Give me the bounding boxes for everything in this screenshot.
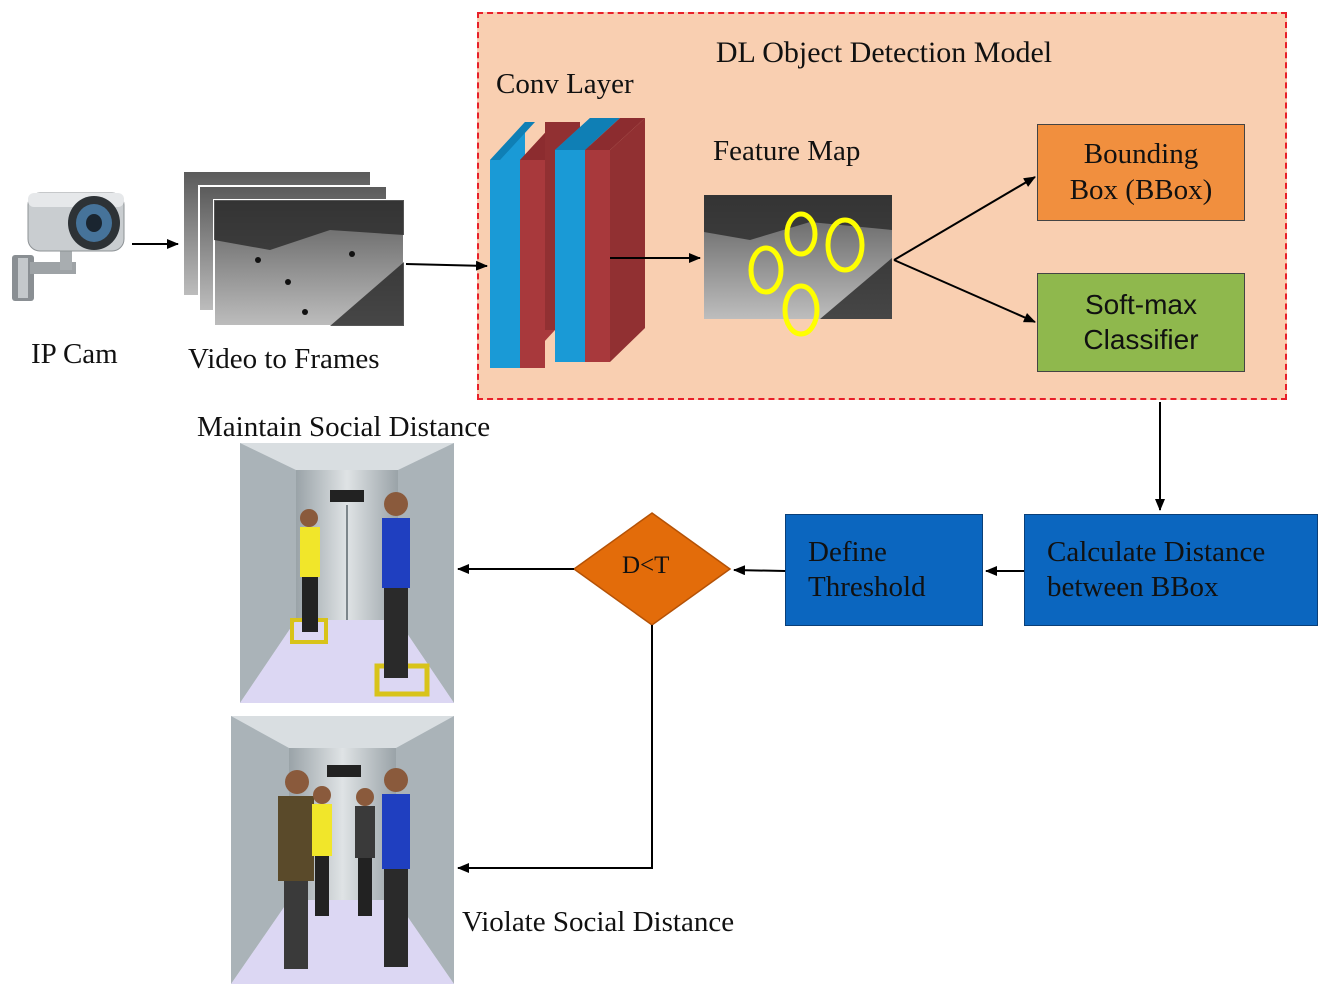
detection-ring — [748, 245, 784, 295]
softmax-box: Soft-max Classifier — [1037, 273, 1245, 372]
ip-camera-icon — [12, 192, 125, 301]
detection-ring — [784, 211, 818, 257]
conv-layer-blocks — [490, 118, 645, 368]
define-threshold-box: Define Threshold — [785, 514, 983, 626]
video-frames-image — [182, 170, 405, 327]
calculate-distance-box: Calculate Distance between BBox — [1024, 514, 1318, 626]
define-threshold-label: Define Threshold — [808, 535, 926, 603]
decision-label: D<T — [622, 552, 670, 579]
model-title: DL Object Detection Model — [715, 36, 1053, 69]
feature-map-label: Feature Map — [713, 135, 861, 167]
detection-ring — [825, 217, 865, 273]
feature-map-image — [704, 195, 892, 337]
elevator-crowded-image — [231, 716, 454, 984]
video-to-frames-label: Video to Frames — [188, 343, 380, 375]
calculate-distance-label: Calculate Distance between BBox — [1047, 535, 1266, 603]
elevator-distanced-image — [240, 443, 454, 703]
detection-ring — [782, 283, 820, 337]
bbox-label: Bounding Box (BBox) — [1069, 138, 1213, 206]
maintain-distance-label: Maintain Social Distance — [197, 411, 491, 443]
connectors — [132, 176, 1165, 873]
bbox-box: Bounding Box (BBox) — [1037, 124, 1245, 221]
ip-cam-label: IP Cam — [31, 338, 118, 370]
conv-layer-label: Conv Layer — [496, 68, 634, 100]
softmax-label: Soft-max Classifier — [1083, 289, 1199, 355]
violate-distance-label: Violate Social Distance — [462, 906, 735, 938]
